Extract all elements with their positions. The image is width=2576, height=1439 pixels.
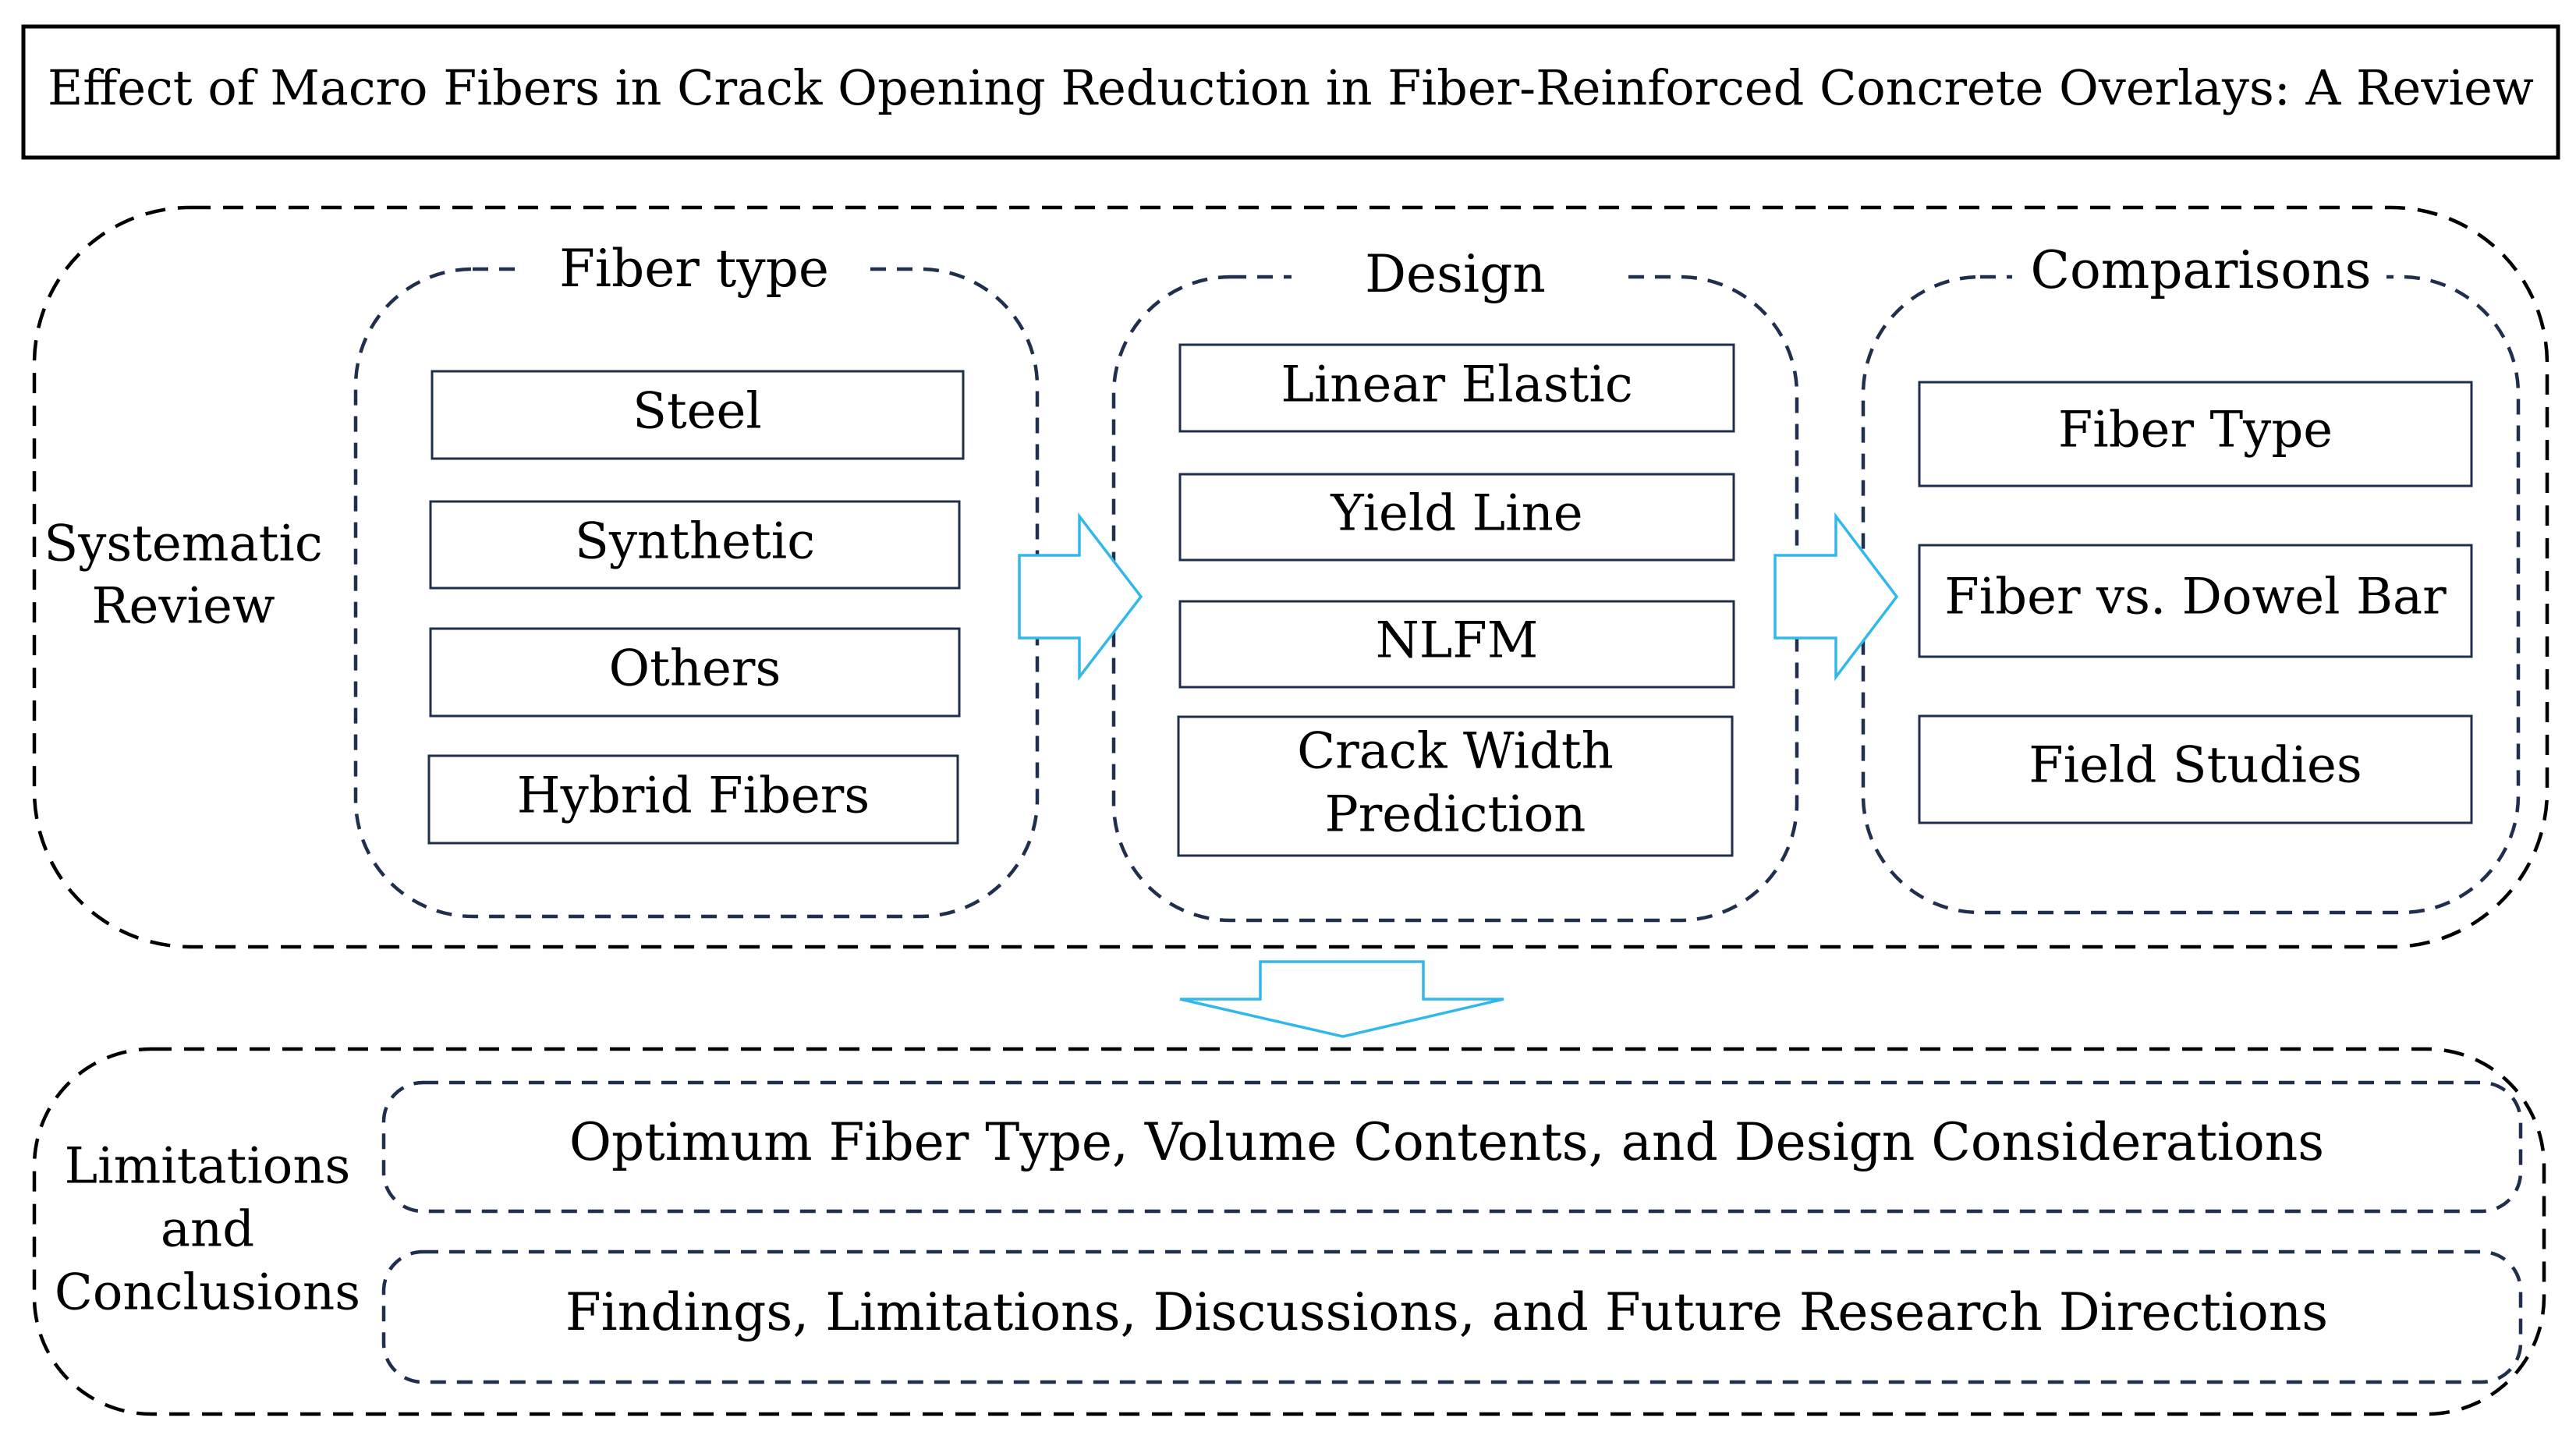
item-fiber-type: Fiber Type — [2058, 402, 2333, 459]
title-box — [21, 24, 2560, 160]
item-fiber-vs-dowel-bar-box — [1918, 544, 2473, 658]
item-hybrid-fibers: Hybrid Fibers — [517, 767, 870, 825]
group-design-title: Design — [1365, 244, 1546, 304]
limitations-section: Limitations and Conclusions Optimum Fibe… — [32, 1047, 2546, 1416]
item-others-box — [429, 627, 961, 718]
item-crack-width-prediction-box — [1177, 715, 1734, 857]
limitations-container — [32, 1047, 2546, 1416]
item-field-studies: Field Studies — [2029, 737, 2362, 795]
item-nlfm: NLFM — [1376, 612, 1538, 670]
limitations-label-line-2: and — [161, 1201, 254, 1259]
item-steel-box — [431, 370, 965, 460]
systematic-review-label-line-2: Review — [91, 578, 275, 636]
item-field-studies-box — [1918, 714, 2473, 824]
group-comparisons: Comparisons Fiber Type Fiber vs. Dowel B… — [1861, 240, 2521, 915]
title-text: Effect of Macro Fibers in Crack Opening … — [48, 59, 2534, 116]
item-fiber-type-box — [1918, 381, 2473, 487]
item-yield-line: Yield Line — [1330, 485, 1582, 543]
systematic-review-section: Systematic Review Fiber type Steel Synth… — [32, 205, 2549, 949]
group-fiber-type-title: Fiber type — [559, 239, 829, 299]
limitations-label-line-1: Limitations — [65, 1138, 351, 1196]
item-steel: Steel — [632, 383, 762, 441]
item-crack-width-line-1: Crack Width — [1297, 723, 1614, 781]
conclusion-text-2: Findings, Limitations, Discussions, and … — [565, 1282, 2328, 1342]
systematic-review-label-line-1: Systematic — [44, 516, 322, 573]
arrow-down — [1179, 960, 1504, 1038]
group-design: Design Linear Elastic Yield Line NLFM Cr… — [1111, 244, 1799, 923]
item-synthetic: Synthetic — [575, 513, 815, 571]
conclusion-box-2 — [381, 1249, 2523, 1384]
item-linear-elastic-box — [1178, 343, 1735, 433]
group-comparisons-title: Comparisons — [2030, 240, 2371, 300]
item-others: Others — [609, 640, 781, 698]
item-fiber-vs-dowel-bar: Fiber vs. Dowel Bar — [1944, 569, 2447, 626]
conclusion-text-1: Optimum Fiber Type, Volume Contents, and… — [569, 1112, 2324, 1172]
group-fiber-type: Fiber type Steel Synthetic Others Hybrid… — [353, 239, 1040, 919]
title-block: Effect of Macro Fibers in Crack Opening … — [21, 24, 2560, 160]
systematic-review-container — [32, 205, 2549, 949]
arrow-right-1 — [1018, 512, 1143, 682]
item-crack-width-line-2: Prediction — [1325, 786, 1586, 844]
item-linear-elastic: Linear Elastic — [1281, 356, 1632, 414]
limitations-label-line-3: Conclusions — [55, 1264, 360, 1322]
conclusion-box-1 — [381, 1080, 2523, 1214]
item-hybrid-fibers-box — [427, 754, 959, 845]
arrow-right-2 — [1773, 512, 1899, 682]
item-nlfm-box — [1178, 600, 1735, 689]
item-yield-line-box — [1178, 473, 1735, 562]
item-synthetic-box — [429, 500, 961, 590]
